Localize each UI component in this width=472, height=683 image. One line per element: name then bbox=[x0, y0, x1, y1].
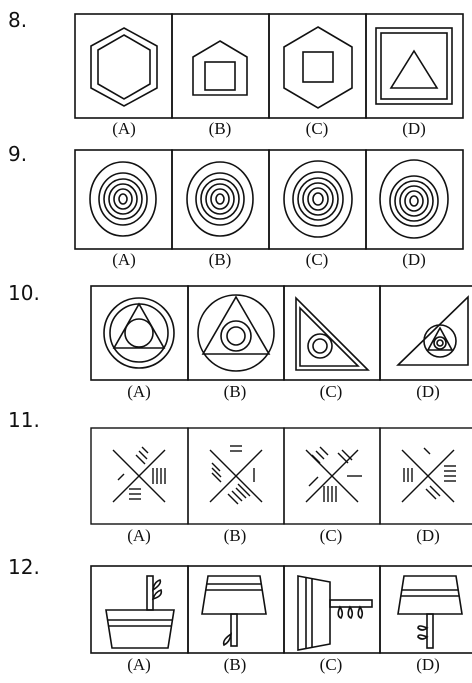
option-box-10d bbox=[379, 285, 472, 381]
option-label-8a: (A) bbox=[112, 119, 136, 138]
option-box-8d bbox=[365, 13, 464, 119]
option-label-8c: (C) bbox=[305, 119, 329, 138]
question-number-12: 12. bbox=[8, 555, 40, 579]
option-label-12a: (A) bbox=[127, 655, 151, 674]
option-label-9d: (D) bbox=[402, 250, 426, 269]
square-inner-8d bbox=[380, 32, 448, 100]
triangle-8d bbox=[389, 49, 439, 89]
option-label-11c: (C) bbox=[319, 526, 343, 545]
option-label-9c: (C) bbox=[305, 250, 329, 269]
hexagon-outer-8a bbox=[90, 27, 158, 107]
square-8b bbox=[204, 61, 236, 91]
option-box-11d bbox=[379, 427, 472, 525]
question-number-11: 11. bbox=[8, 408, 40, 432]
option-label-9b: (B) bbox=[208, 250, 232, 269]
square-8c bbox=[302, 51, 334, 83]
option-label-8d: (D) bbox=[402, 119, 426, 138]
option-label-9a: (A) bbox=[112, 250, 136, 269]
option-label-12b: (B) bbox=[223, 655, 247, 674]
square-outer-8d bbox=[375, 27, 453, 105]
option-label-11a: (A) bbox=[127, 526, 151, 545]
option-label-8b: (B) bbox=[208, 119, 232, 138]
pentagon-8b bbox=[192, 40, 248, 96]
option-label-10c: (C) bbox=[319, 382, 343, 401]
option-label-10a: (A) bbox=[127, 382, 151, 401]
option-box-9d bbox=[365, 149, 464, 250]
hexagon-8c bbox=[283, 26, 353, 109]
option-label-10d: (D) bbox=[416, 382, 440, 401]
option-label-12d: (D) bbox=[416, 655, 440, 674]
question-number-10: 10. bbox=[8, 281, 40, 305]
question-number-9: 9. bbox=[8, 142, 28, 166]
option-label-10b: (B) bbox=[223, 382, 247, 401]
option-box-12d bbox=[379, 565, 472, 654]
option-label-11b: (B) bbox=[223, 526, 247, 545]
option-label-11d: (D) bbox=[416, 526, 440, 545]
hexagon-inner-8a bbox=[97, 34, 151, 100]
option-label-12c: (C) bbox=[319, 655, 343, 674]
question-number-8: 8. bbox=[8, 8, 28, 32]
